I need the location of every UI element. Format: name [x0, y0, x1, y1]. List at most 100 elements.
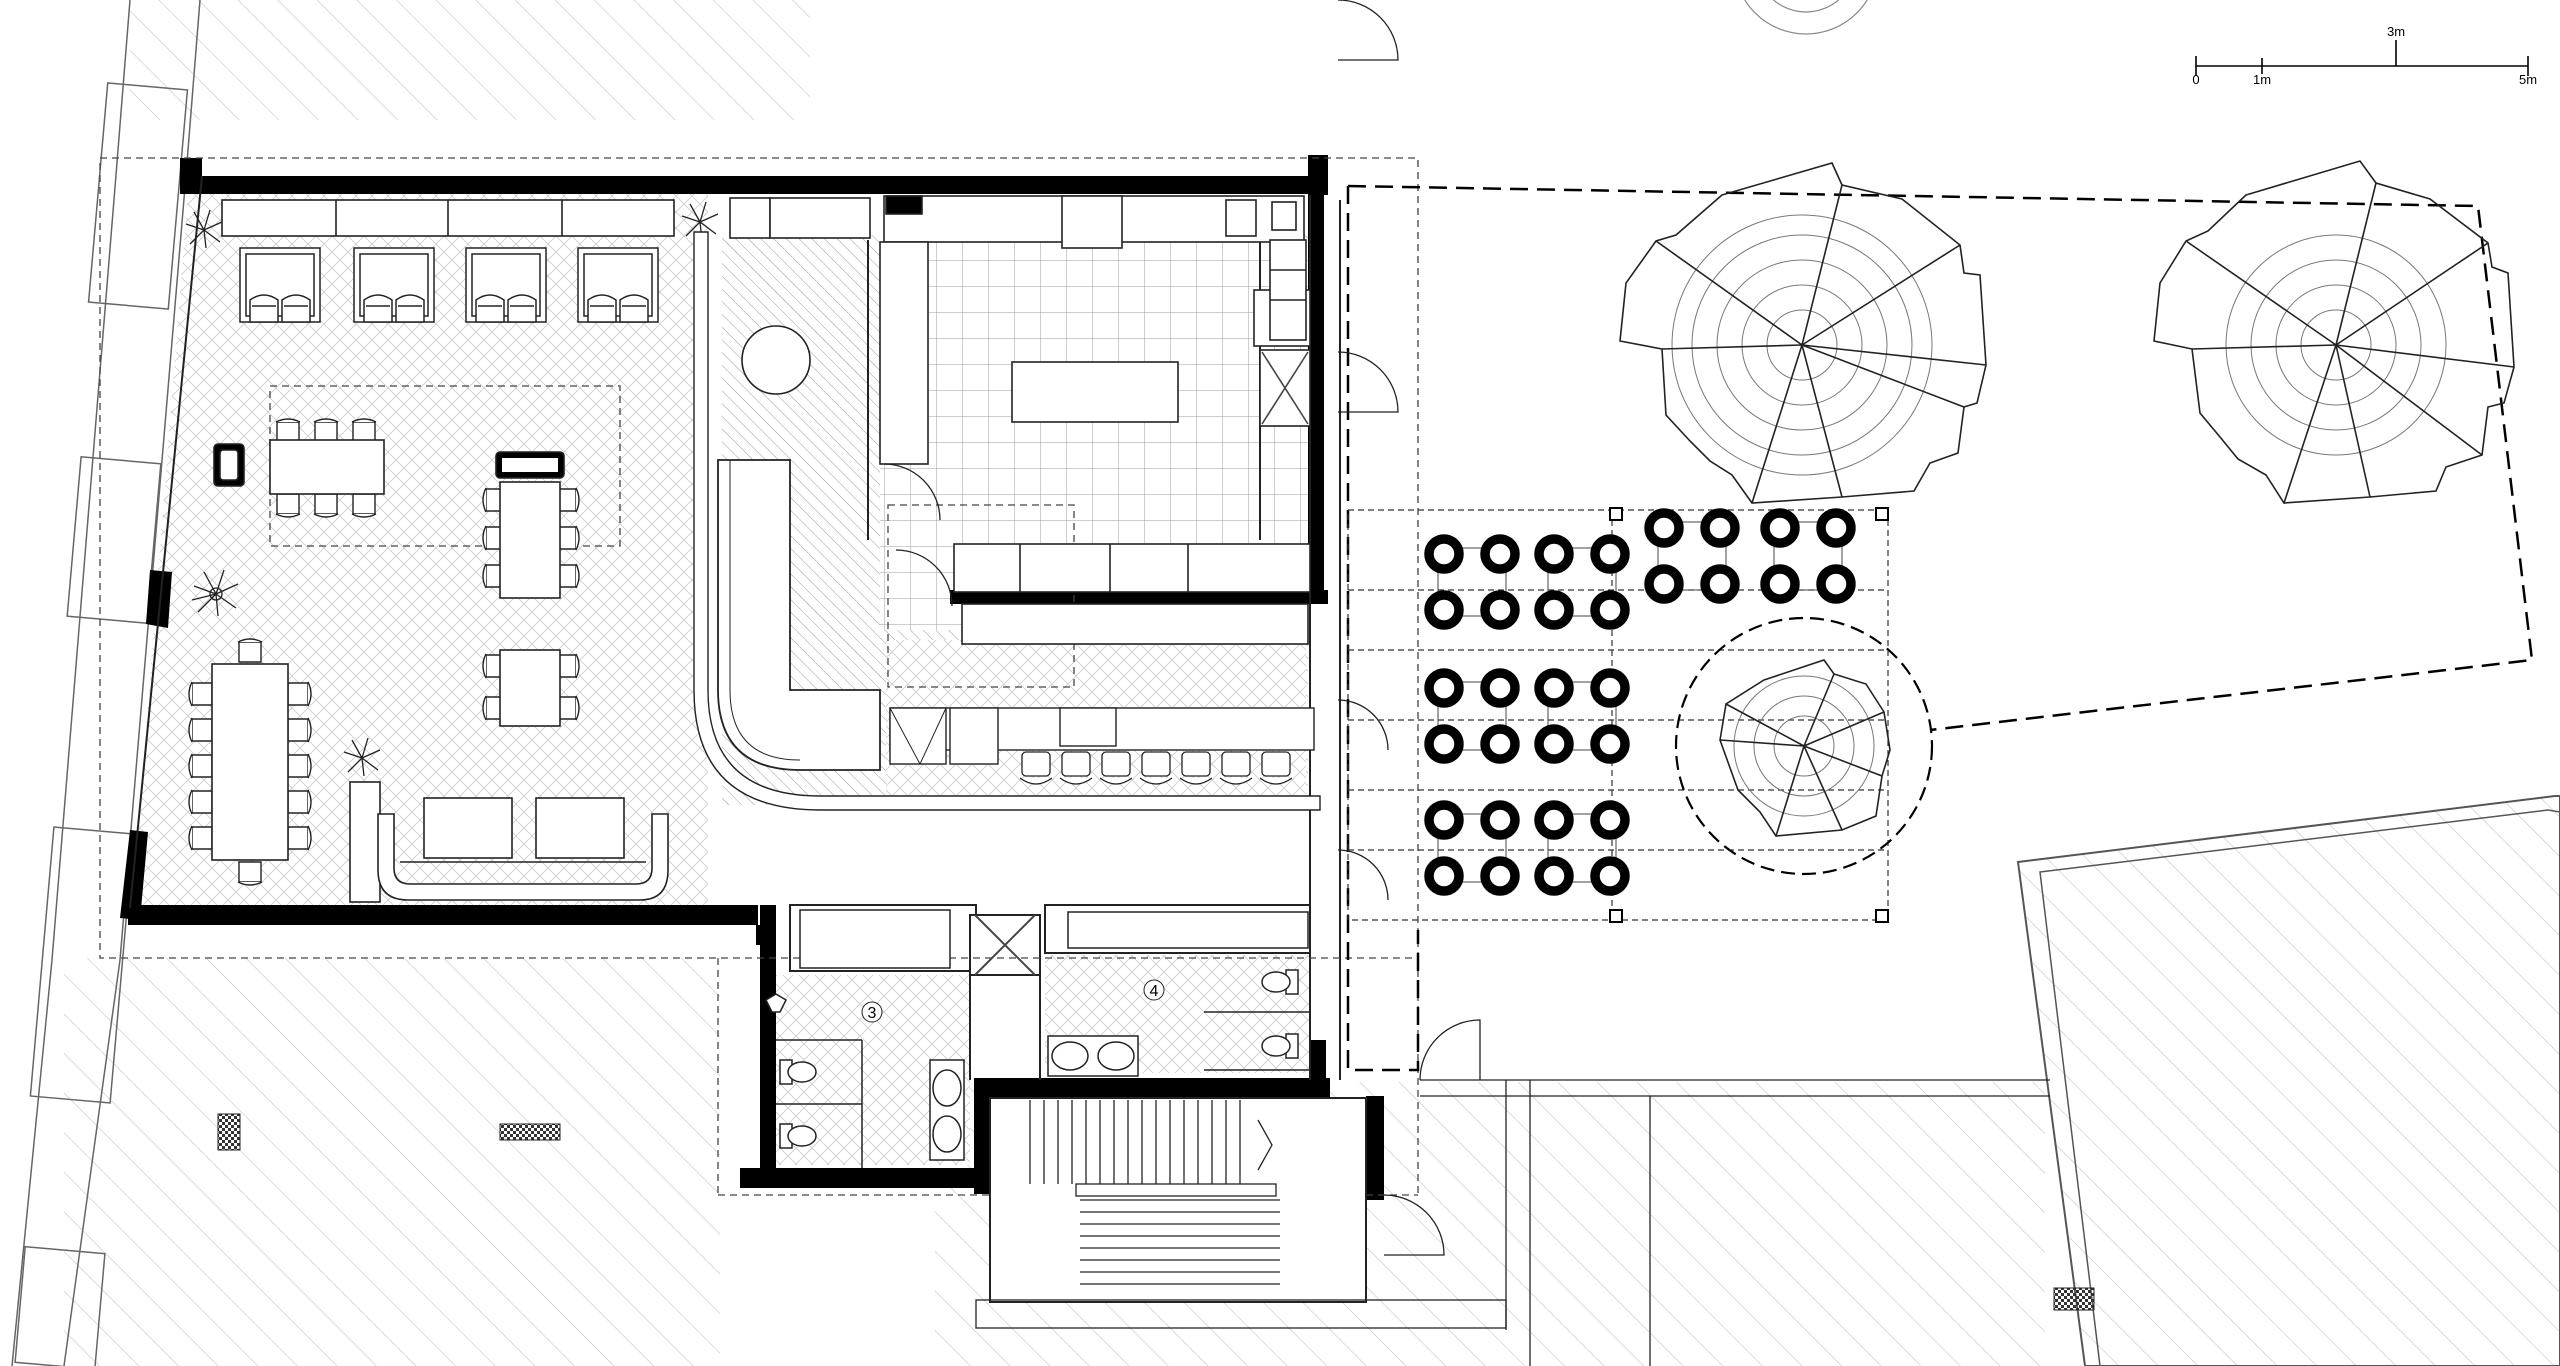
chair-icon — [351, 418, 377, 443]
chair-icon — [1816, 508, 1856, 548]
chair-icon — [1424, 800, 1464, 840]
chair-icon — [1480, 668, 1520, 708]
table-icon — [211, 663, 289, 861]
table-icon — [1437, 547, 1507, 617]
toilet-icon — [1261, 969, 1299, 995]
chair-icon — [281, 294, 311, 323]
chair-icon — [1534, 534, 1574, 574]
chair-icon — [237, 638, 263, 663]
chair-icon — [1534, 856, 1574, 896]
terrace-boundary — [1347, 184, 2534, 732]
chair-icon — [619, 294, 649, 323]
chair-icon — [1590, 590, 1630, 630]
wc-south-wall — [740, 1168, 976, 1188]
chair-icon — [188, 717, 213, 743]
chair-icon — [1590, 724, 1630, 764]
chair-icon — [351, 493, 377, 518]
bar-counter — [693, 231, 1321, 811]
top-neighbour-zone — [130, 0, 810, 120]
terrace-table-sets — [1424, 508, 1856, 896]
bar-stool — [1099, 751, 1133, 785]
chair-icon — [555, 653, 580, 679]
north-wall — [180, 176, 1328, 194]
chair-icon — [237, 861, 263, 886]
chair-icon — [1534, 800, 1574, 840]
bar-stool — [1059, 751, 1093, 785]
chair-icon — [1534, 590, 1574, 630]
sink-icon — [1051, 1041, 1135, 1071]
lounge-sofa — [377, 797, 669, 901]
terrace-table-set — [1534, 668, 1630, 764]
bar-stool — [1259, 751, 1293, 785]
booth-table-group — [239, 247, 659, 323]
room-number-labels: 3 4 — [861, 979, 1165, 1023]
chair-icon — [188, 825, 213, 851]
chair-icon — [188, 753, 213, 779]
bar-stool — [1019, 751, 1053, 785]
chair-icon — [287, 753, 312, 779]
bar-stool — [1139, 751, 1173, 785]
bar-stools — [1019, 751, 1293, 785]
chair-icon — [1590, 534, 1630, 574]
chair-icon — [1590, 856, 1630, 896]
chair-icon — [1480, 856, 1520, 896]
chair-icon — [1480, 534, 1520, 574]
toilet-icon — [779, 1123, 817, 1149]
chair-icon — [507, 294, 537, 323]
floor-vents — [217, 1113, 2095, 1311]
room-number-3: 3 — [868, 1005, 877, 1022]
sink-icon — [932, 1069, 962, 1153]
right-neighbour-building — [2016, 795, 2560, 1366]
scale-bar — [2195, 40, 2529, 76]
scale-label-5m: 5m — [2519, 72, 2537, 87]
chair-icon — [395, 294, 425, 323]
staircase — [975, 1079, 2050, 1366]
banquette-bench — [221, 199, 675, 237]
scale-label-3m: 3m — [2387, 24, 2405, 39]
chair-icon — [1424, 724, 1464, 764]
table-icon — [1547, 547, 1617, 617]
table-icon — [1657, 521, 1727, 591]
terrace-posts — [1609, 507, 1889, 923]
chair-icon — [188, 681, 213, 707]
door-swing-icon — [883, 0, 1481, 1256]
table-icon — [499, 481, 561, 599]
room-number-4: 4 — [1150, 983, 1159, 1000]
chair-icon — [1424, 668, 1464, 708]
chair-icon — [1644, 508, 1684, 548]
chair-icon — [188, 789, 213, 815]
chair-icon — [1760, 564, 1800, 604]
chair-icon — [275, 493, 301, 518]
terrace-table-set — [1760, 508, 1856, 604]
dining-chairs — [188, 418, 580, 886]
chair-icon — [1816, 564, 1856, 604]
chair-icon — [1534, 668, 1574, 708]
booth-table — [353, 247, 435, 323]
toilet-icon — [779, 1059, 817, 1085]
booth-table — [465, 247, 547, 323]
dining-tables — [211, 439, 565, 903]
chair-icon — [287, 825, 312, 851]
terrace-table-set — [1424, 800, 1520, 896]
table-icon — [1773, 521, 1843, 591]
chair-icon — [249, 294, 279, 323]
chair-icon — [1424, 534, 1464, 574]
booth-table — [577, 247, 659, 323]
plant-icon — [185, 201, 719, 777]
chair-icon — [313, 493, 339, 518]
bottom-left-neighbour-zone — [64, 958, 720, 1366]
table-icon — [1547, 813, 1617, 883]
terrace-table-set — [1534, 534, 1630, 630]
internal-partitions — [129, 175, 1341, 1080]
toilet-icon — [1261, 1033, 1299, 1059]
chair-icon — [1700, 564, 1740, 604]
chair-icon — [1590, 800, 1630, 840]
chair-icon — [313, 418, 339, 443]
table-icon — [1437, 813, 1507, 883]
chair-icon — [1760, 508, 1800, 548]
table-icon — [269, 439, 385, 495]
terrace-table-set — [1534, 800, 1630, 896]
chair-icon — [275, 418, 301, 443]
scale-label-0: 0 — [2192, 72, 2199, 87]
